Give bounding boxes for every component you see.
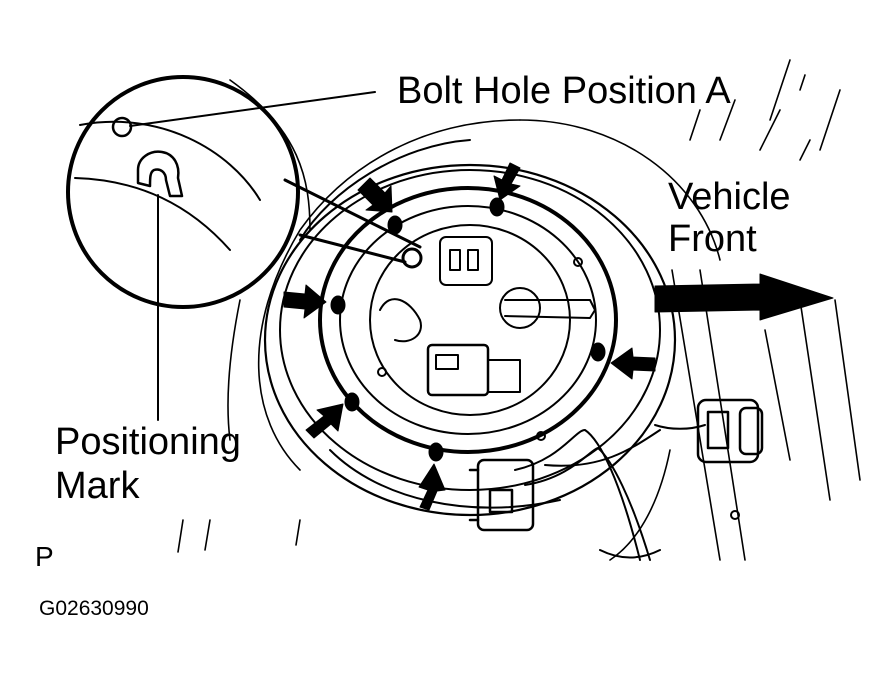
bolt-nut-icon: [330, 295, 346, 315]
vehicle-front-line1: Vehicle: [668, 176, 791, 218]
arrow-pointer-icon: [493, 162, 521, 201]
arrow-pointer-icons: [283, 162, 656, 511]
connector-icon: [696, 398, 764, 464]
flange-marks: [377, 257, 740, 520]
positioning-mark-line1: Positioning: [55, 421, 241, 463]
arrow-pointer-icon: [357, 177, 393, 213]
arrow-pointer-icon: [283, 284, 327, 319]
vehicle-front-line2: Front: [668, 218, 757, 260]
retainer-ring: [318, 186, 618, 454]
arrow-pointer-icon: [305, 403, 344, 439]
vehicle-front-label: Vehicle Front: [668, 176, 791, 260]
bolt-hole-position-label: Bolt Hole Position A: [397, 70, 731, 112]
view-marker: P: [35, 541, 54, 572]
bolt-nut-icon: [489, 197, 505, 217]
leader-lines: [129, 91, 376, 421]
connector-icon: [468, 458, 535, 532]
bolt-hole-a-icon: [111, 116, 133, 138]
detail-magnifier: [66, 75, 422, 309]
arrow-right-icon: [654, 273, 834, 321]
positioning-mark-line2: Mark: [55, 465, 140, 507]
hoses: [514, 424, 706, 561]
arrow-pointer-icon: [418, 463, 446, 511]
bolt-nut-icon: [344, 392, 360, 412]
positioning-mark-icon: [136, 150, 184, 198]
bolt-nut-icon: [590, 342, 606, 362]
fuel-pump-interior: [369, 224, 596, 416]
tank-flange: [263, 139, 677, 517]
bolt-nut-icon: [428, 442, 444, 462]
arrow-pointer-icon: [610, 347, 656, 380]
figure-code: G02630990: [39, 597, 149, 620]
positioning-mark-label: Positioning Mark: [55, 420, 241, 508]
bolt-nut-icons: [330, 197, 606, 462]
